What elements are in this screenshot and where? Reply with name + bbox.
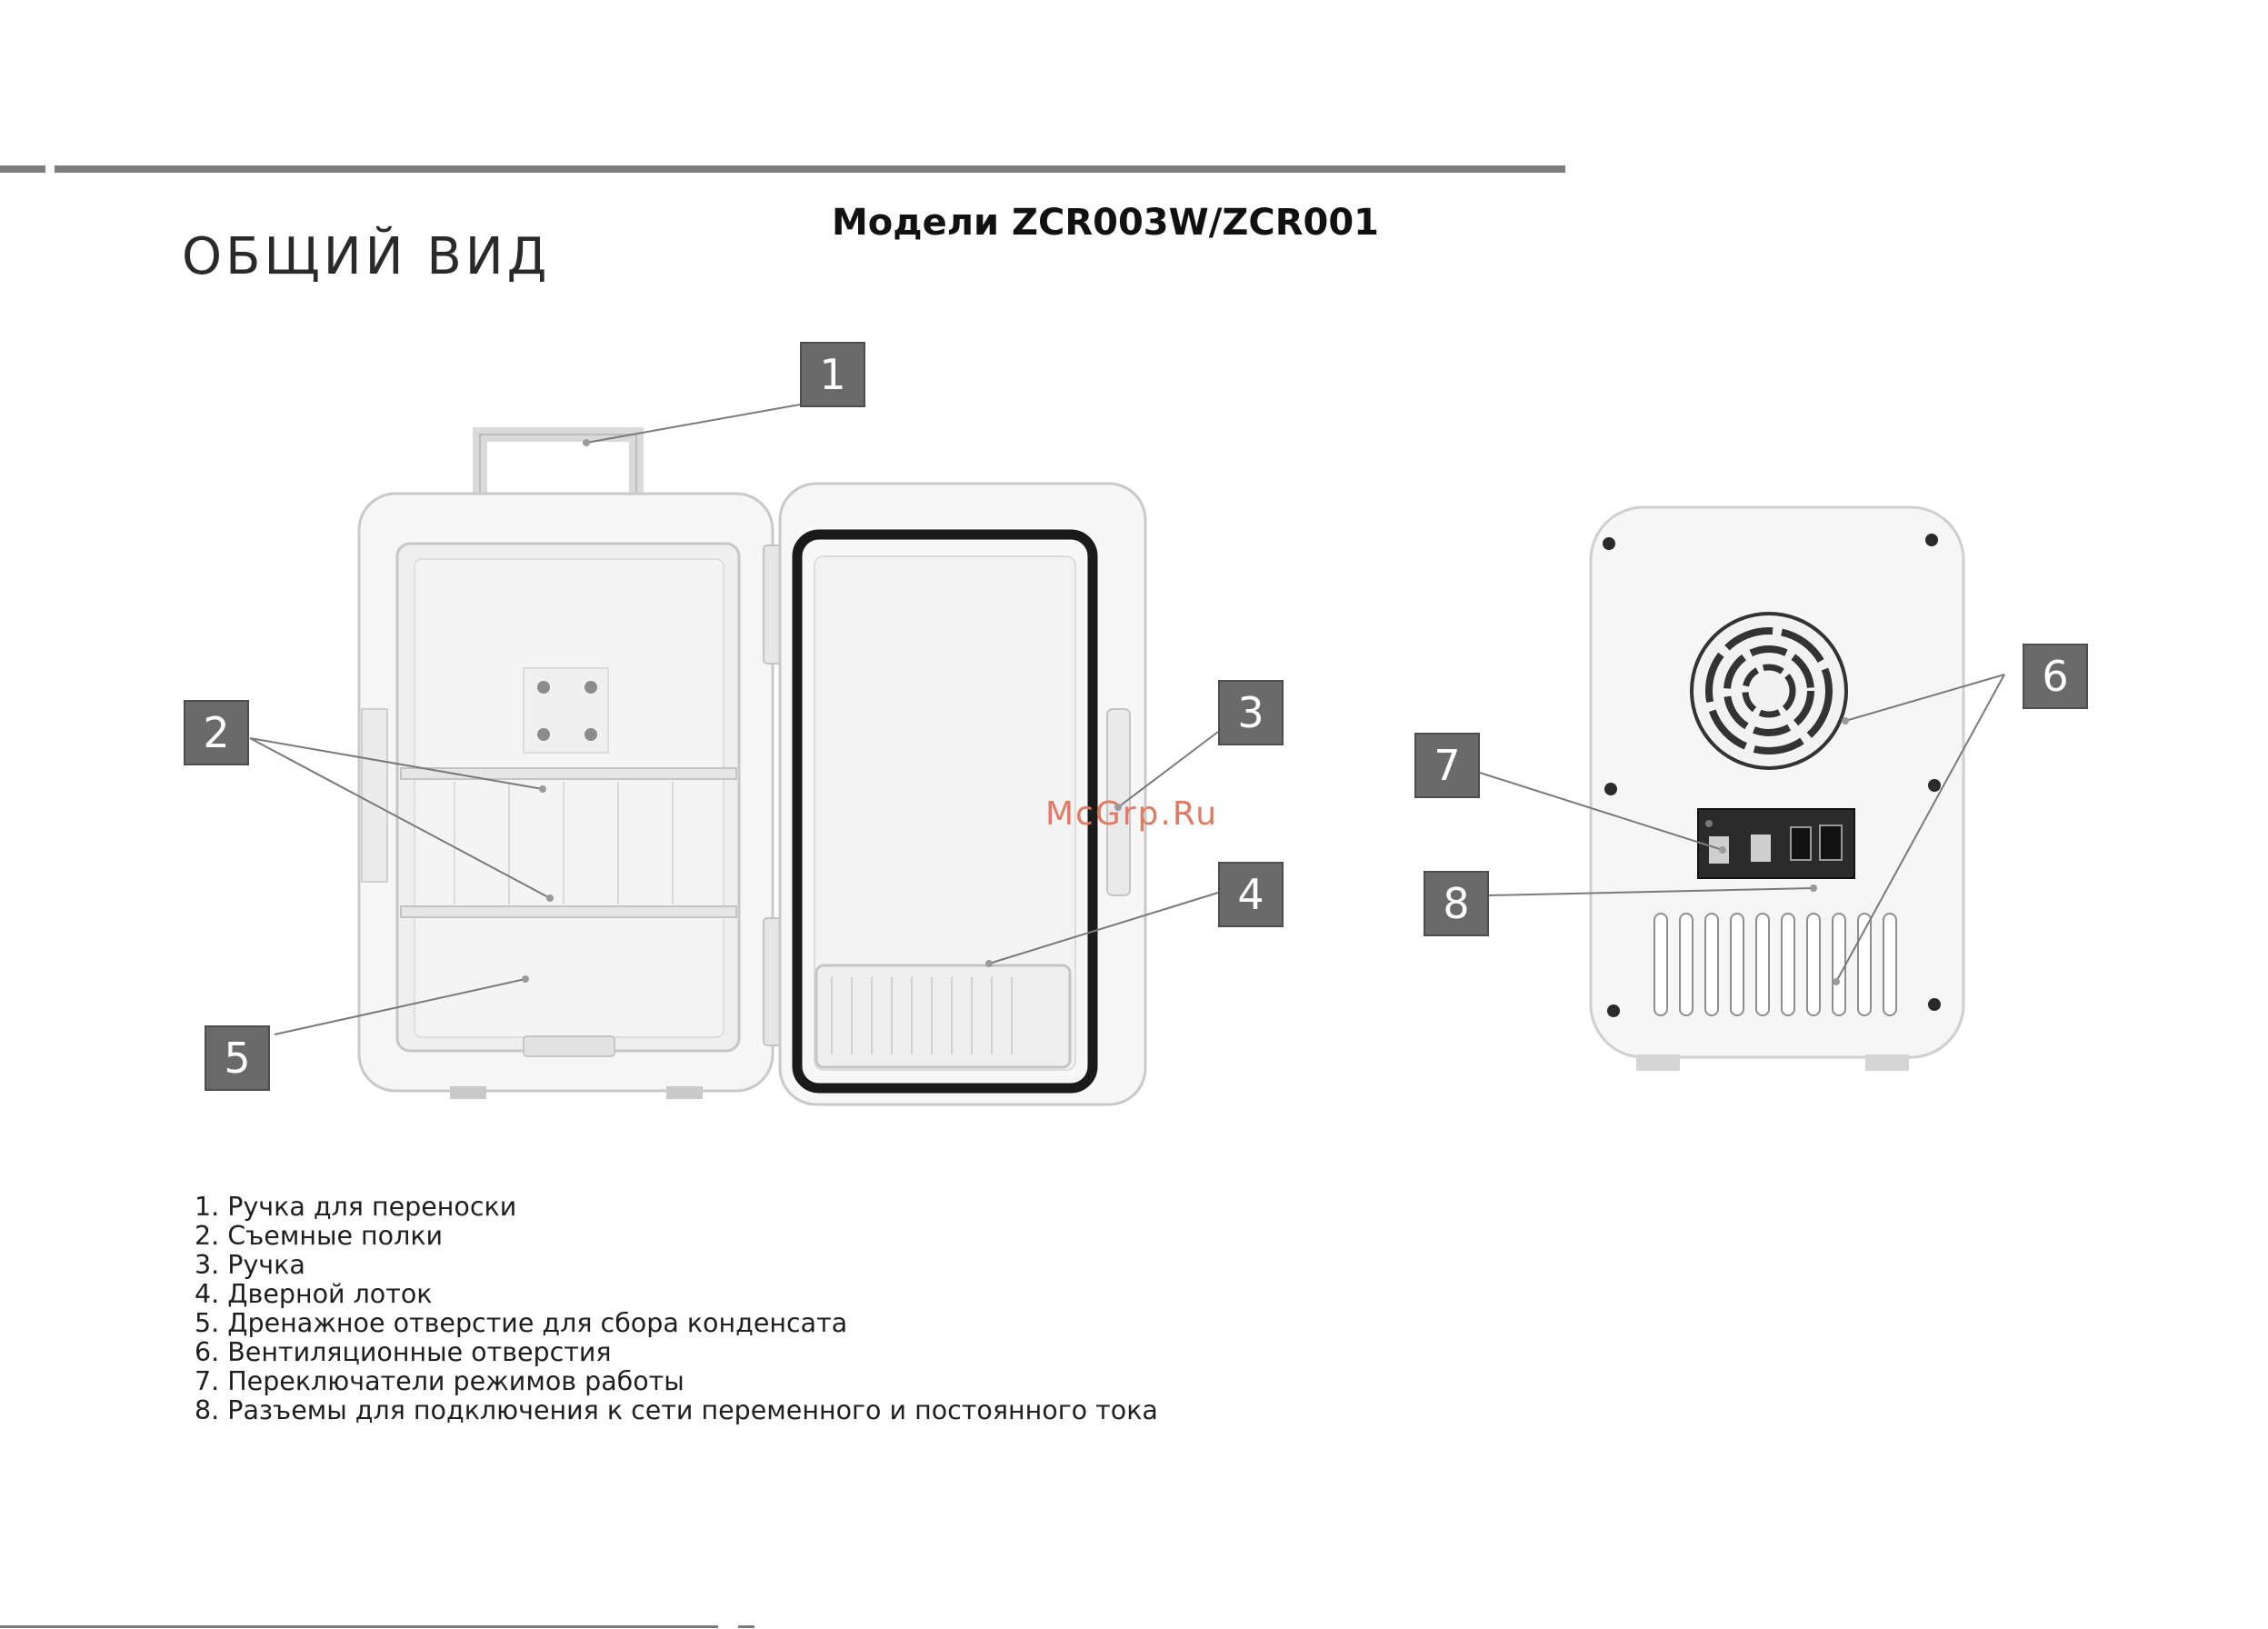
legend-item: 2. Съемные полки (195, 1222, 1158, 1251)
callout-3: 3 (1218, 680, 1284, 745)
legend-item: 7. Переключатели режимов работы (195, 1367, 1158, 1396)
callout-4: 4 (1218, 862, 1284, 927)
watermark: McGrp.Ru (1045, 795, 1218, 833)
legend-item: 1. Ручка для переноски (195, 1193, 1158, 1222)
callout-8: 8 (1424, 871, 1489, 936)
parts-legend: 1. Ручка для переноски 2. Съемные полки … (195, 1193, 1158, 1425)
legend-item: 4. Дверной лоток (195, 1280, 1158, 1309)
callout-5: 5 (205, 1025, 270, 1091)
callout-6: 6 (2023, 644, 2088, 709)
legend-item: 8. Разъемы для подключения к сети переме… (195, 1396, 1158, 1425)
callout-2: 2 (184, 700, 249, 765)
callout-1: 1 (800, 342, 865, 407)
legend-item: 3. Ручка (195, 1251, 1158, 1280)
fridge-door (780, 484, 1145, 1104)
callout-7: 7 (1414, 733, 1480, 798)
legend-item: 6. Вентиляционные отверстия (195, 1338, 1158, 1367)
fridge-rear (1591, 507, 1963, 1071)
legend-item: 5. Дренажное отверстие для сбора конденс… (195, 1309, 1158, 1338)
fridge-front-body (359, 435, 782, 1099)
